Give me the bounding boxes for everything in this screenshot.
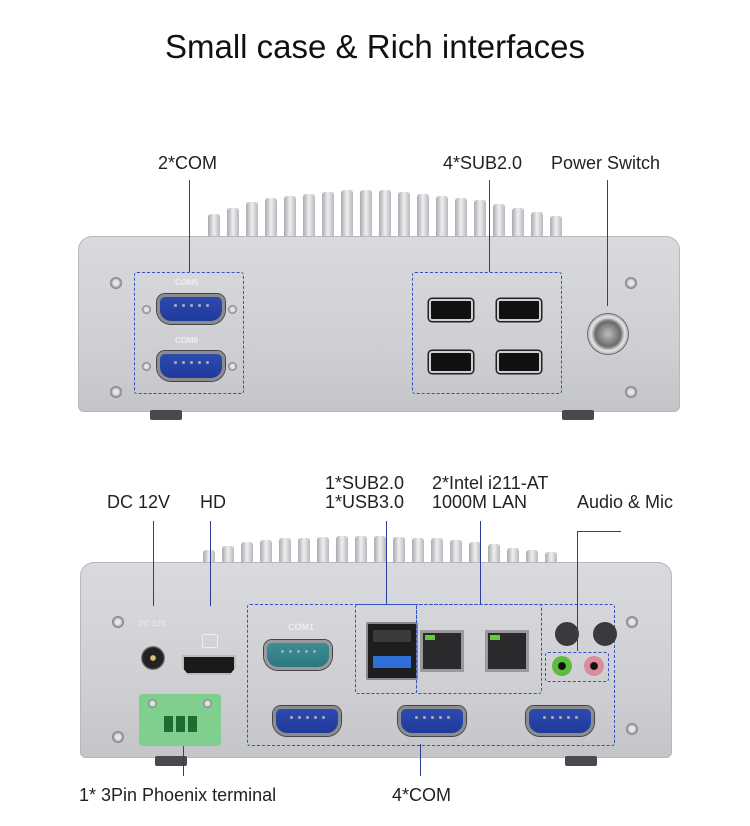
case-foot	[150, 410, 182, 420]
hdmi-port	[182, 655, 236, 675]
serial-port-com2	[273, 706, 341, 736]
audio-out-jack	[552, 656, 572, 676]
callout-line-rear-com	[420, 744, 421, 776]
com1-silkscreen: COM1	[288, 622, 315, 632]
front-case-body	[78, 236, 680, 412]
callout-line-audio-h	[577, 531, 621, 532]
screw-icon	[110, 386, 122, 398]
com5-silkscreen: COM5	[175, 278, 199, 287]
screw-icon	[625, 386, 637, 398]
label-rear-com: 4*COM	[392, 785, 452, 805]
screw-icon	[142, 362, 151, 371]
terminal-pin	[176, 716, 185, 732]
label-front-usb: 4*SUB2.0	[443, 153, 523, 173]
usb-stack	[366, 622, 418, 680]
usb2-port	[429, 299, 473, 321]
case-foot	[565, 756, 597, 766]
usb2-port	[497, 299, 541, 321]
label-audio-mic: Audio & Mic	[577, 492, 674, 512]
heatsink-fins-rear	[140, 536, 620, 564]
antenna-hole	[593, 622, 617, 646]
terminal-pin	[188, 716, 197, 732]
link-led	[490, 635, 500, 640]
dc-power-jack	[141, 646, 165, 670]
callout-line-front-usb	[489, 180, 490, 272]
screw-icon	[112, 731, 124, 743]
usb2-port	[429, 351, 473, 373]
usb2-port	[497, 351, 541, 373]
screw-icon	[203, 699, 212, 708]
label-front-com: 2*COM	[158, 153, 218, 173]
callout-line-hd	[210, 521, 211, 606]
screw-icon	[142, 305, 151, 314]
serial-port-com6	[157, 351, 225, 381]
case-foot	[155, 756, 187, 766]
screw-icon	[110, 277, 122, 289]
callout-line-audio-v	[577, 531, 578, 651]
label-hd: HD	[200, 492, 226, 512]
serial-port-com4	[526, 706, 594, 736]
label-phoenix-terminal: 1* 3Pin Phoenix terminal	[79, 785, 277, 805]
mic-in-jack	[584, 656, 604, 676]
serial-port-com5	[157, 294, 225, 324]
usb2-port	[373, 630, 411, 642]
screw-icon	[626, 723, 638, 735]
front-usb-group-box	[412, 272, 562, 394]
callout-line-usb	[386, 521, 387, 604]
rear-lan-group-box	[416, 604, 542, 694]
lan-port-2	[420, 630, 464, 672]
label-usb-line1: 1*SUB2.0	[325, 473, 405, 493]
label-usb-line2: 1*USB3.0	[325, 492, 405, 512]
screw-icon	[228, 305, 237, 314]
audio-group-box	[545, 652, 609, 682]
heatsink-fins-front	[150, 188, 620, 236]
screw-icon	[625, 277, 637, 289]
power-switch-button	[588, 314, 628, 354]
callout-line-dc	[153, 521, 154, 606]
label-lan-line2: 1000M LAN	[432, 492, 528, 512]
page-title: Small case & Rich interfaces	[165, 28, 585, 65]
case-foot	[562, 410, 594, 420]
usb3-port	[373, 656, 411, 668]
label-lan-line1: 2*Intel i211-AT	[432, 473, 549, 493]
front-com-group-box	[134, 272, 244, 394]
callout-line-phoenix	[183, 746, 184, 776]
antenna-hole	[555, 622, 579, 646]
hdmi-logo-icon	[202, 634, 218, 648]
terminal-pin	[164, 716, 173, 732]
link-led	[425, 635, 435, 640]
phoenix-terminal	[139, 694, 221, 746]
label-dc-12v: DC 12V	[107, 492, 171, 512]
screw-icon	[626, 616, 638, 628]
serial-port-com3	[398, 706, 466, 736]
dc-silkscreen: DC 12V	[138, 619, 167, 628]
callout-line-power	[607, 180, 608, 306]
lan-port-1	[485, 630, 529, 672]
screw-icon	[112, 616, 124, 628]
screw-icon	[148, 699, 157, 708]
serial-port-com1	[264, 640, 332, 670]
callout-line-front-com	[189, 180, 190, 272]
callout-line-lan	[480, 521, 481, 604]
label-power-switch: Power Switch	[551, 153, 661, 173]
screw-icon	[228, 362, 237, 371]
com6-silkscreen: COM6	[175, 336, 199, 345]
